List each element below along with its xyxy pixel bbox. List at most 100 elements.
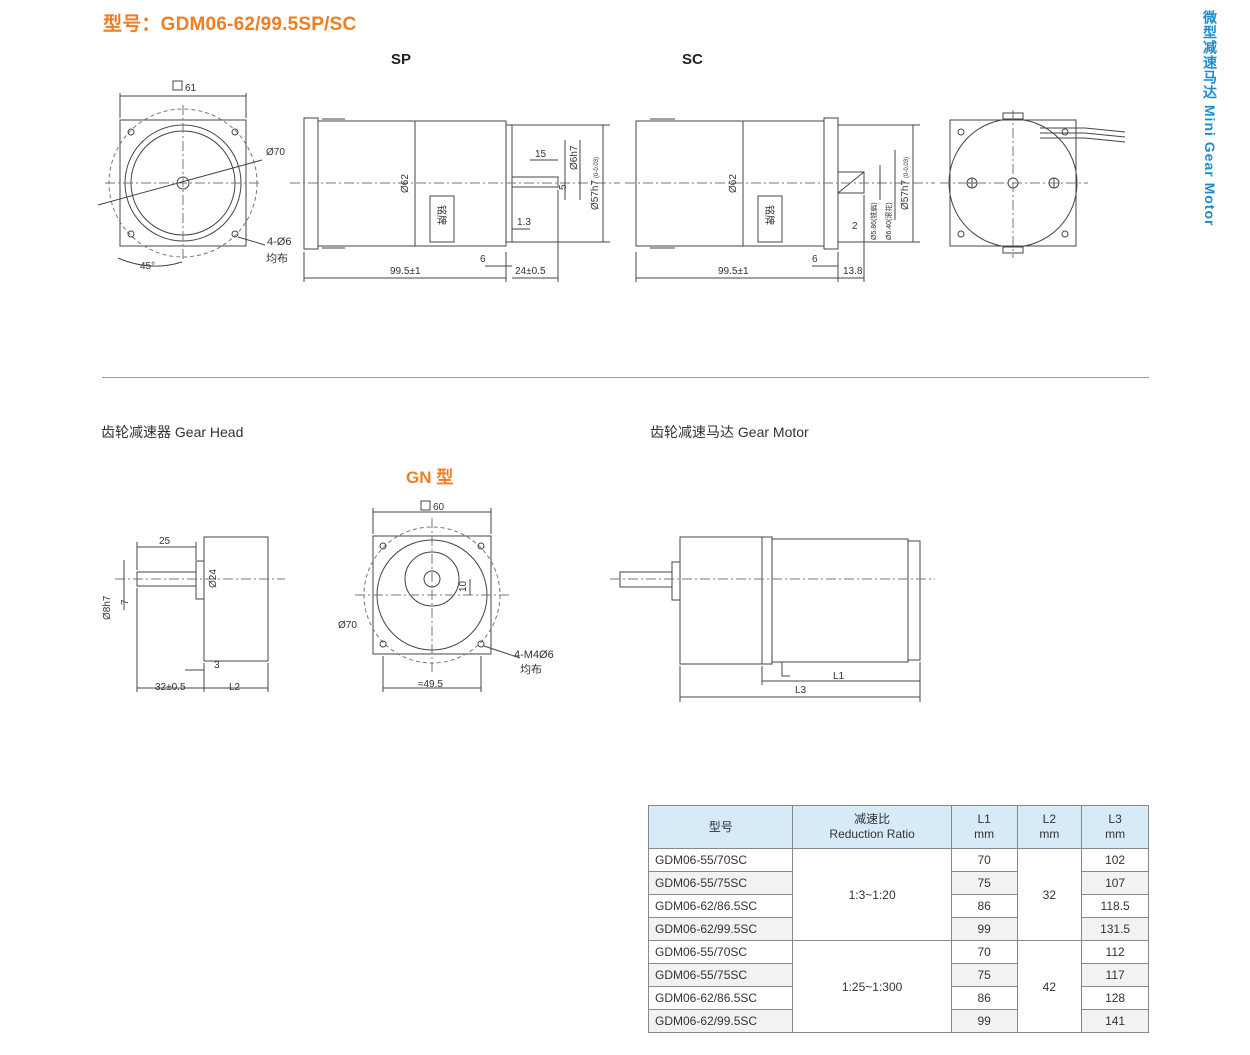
dim-sc-99-5: 99.5±1 bbox=[718, 266, 749, 277]
cell-model: GDM06-62/99.5SC bbox=[647, 1009, 794, 1033]
header-model: 型号 bbox=[647, 805, 794, 849]
dim-gh-3: 3 bbox=[214, 660, 220, 671]
dim-gm-L1: L1 bbox=[833, 671, 845, 682]
dim-sp-57h7: Ø57h7 bbox=[590, 180, 601, 210]
cell-l3: 131.5 bbox=[1081, 917, 1149, 941]
cell-model: GDM06-55/70SC bbox=[647, 848, 794, 872]
header-l3-unit: mm bbox=[1105, 827, 1126, 841]
cell-l3: 141 bbox=[1081, 1009, 1149, 1033]
header-l1-label: L1 bbox=[977, 812, 991, 826]
table-row: GDM06-55/75SC 75 107 bbox=[647, 871, 1149, 895]
cell-l3: 107 bbox=[1081, 871, 1149, 895]
header-l3: L3 mm bbox=[1081, 805, 1149, 849]
cell-model: GDM06-62/86.5SC bbox=[647, 986, 794, 1010]
dim-gm-L3: L3 bbox=[795, 685, 807, 696]
nameplate-sp: 铭牌 bbox=[435, 205, 448, 225]
dim-gn-jun-bu: 均布 bbox=[520, 663, 542, 676]
dim-sp-99-5: 99.5±1 bbox=[390, 266, 421, 277]
sp-view-label: SP bbox=[391, 51, 412, 68]
header-ratio-cn: 减速比 bbox=[854, 812, 891, 826]
dim-sc-tol: (0-0.03) bbox=[904, 157, 910, 178]
header-l2-unit: mm bbox=[1039, 827, 1060, 841]
dim-gh-shaft: Ø8h7 bbox=[102, 595, 113, 620]
cell-l2: 42 bbox=[1016, 940, 1083, 1033]
front-view-sp bbox=[97, 80, 266, 267]
cell-l1: 86 bbox=[950, 894, 1018, 918]
dim-gn-dia-70: Ø70 bbox=[338, 620, 357, 631]
sc-view-label: SC bbox=[682, 51, 703, 68]
spec-table: 型号 减速比 Reduction Ratio L1 mm L2 mm L3 mm… bbox=[647, 805, 1149, 1033]
dim-sp-5: 5 bbox=[558, 184, 569, 190]
side-view-sc bbox=[625, 117, 935, 282]
header-l1: L1 mm bbox=[950, 805, 1018, 849]
gear-head-label: 齿轮减速器 Gear Head bbox=[101, 424, 244, 440]
dim-sp-dia-62: Ø62 bbox=[400, 174, 411, 193]
dim-gn-49-5: ≈49.5 bbox=[418, 679, 443, 690]
dim-jun-bu: 均布 bbox=[266, 252, 288, 265]
table-row: GDM06-55/70SC 1:25~1:300 70 42 112 bbox=[647, 940, 1149, 1033]
table-row: GDM06-62/86.5SC 86 128 bbox=[647, 986, 1149, 1010]
cell-l1: 75 bbox=[950, 871, 1018, 895]
nameplate-sc: 铭牌 bbox=[763, 205, 776, 225]
gn-front-view bbox=[355, 500, 521, 692]
dim-sc-dia-62: Ø62 bbox=[728, 174, 739, 193]
cell-l3: 117 bbox=[1081, 963, 1149, 987]
dim-gn-square-60: 60 bbox=[433, 502, 445, 513]
header-ratio-en: Reduction Ratio bbox=[829, 827, 915, 841]
dim-gh-32: 32±0.5 bbox=[155, 682, 186, 693]
dim-sp-1-3: 1.3 bbox=[517, 217, 531, 228]
gear-motor-side-view bbox=[610, 536, 935, 702]
cell-model: GDM06-62/99.5SC bbox=[647, 917, 794, 941]
table-header-row: 型号 减速比 Reduction Ratio L1 mm L2 mm L3 mm bbox=[647, 805, 1149, 849]
dim-square-61: 61 bbox=[185, 83, 197, 94]
dim-sc-5-86: Ø5.86(铣扁) bbox=[869, 202, 878, 240]
header-l2-label: L2 bbox=[1042, 812, 1057, 826]
cell-ratio: 1:3~1:20 bbox=[792, 848, 952, 941]
dim-sp-15: 15 bbox=[535, 149, 547, 160]
dim-angle-45: 45° bbox=[140, 261, 155, 272]
dim-sc-2: 2 bbox=[852, 221, 858, 232]
dim-sp-shaft: Ø6h7 bbox=[569, 145, 580, 170]
cell-l3: 102 bbox=[1081, 848, 1149, 872]
cell-l1: 70 bbox=[950, 940, 1018, 964]
dim-gh-7: 7 bbox=[120, 599, 131, 605]
dim-sc-6: 6 bbox=[812, 254, 818, 265]
gear-motor-label: 齿轮减速马达 Gear Motor bbox=[650, 424, 809, 440]
side-view-sp bbox=[290, 117, 620, 282]
table-row: GDM06-62/99.5SC 99 141 bbox=[647, 1009, 1149, 1033]
dim-dia-70: Ø70 bbox=[266, 147, 285, 158]
cell-ratio: 1:25~1:300 bbox=[792, 940, 952, 1033]
cell-l1: 99 bbox=[950, 917, 1018, 941]
cell-l1: 70 bbox=[950, 848, 1018, 872]
dim-gn-10: 10 bbox=[458, 580, 469, 592]
header-ratio: 减速比 Reduction Ratio bbox=[792, 805, 952, 849]
cell-model: GDM06-55/70SC bbox=[647, 940, 794, 964]
table-row: GDM06-55/75SC 75 117 bbox=[647, 963, 1149, 987]
bottom-drawings: 25 Ø24 Ø8h7 7 3 32±0.5 L2 60 Ø70 10 4-M4… bbox=[102, 500, 935, 702]
dim-sp-tol: (0-0.03) bbox=[594, 157, 600, 178]
cell-model: GDM06-55/75SC bbox=[647, 963, 794, 987]
table-row: GDM06-55/70SC 1:3~1:20 70 32 102 bbox=[647, 848, 1149, 941]
dim-sp-6: 6 bbox=[480, 254, 486, 265]
cell-l2: 32 bbox=[1016, 848, 1083, 941]
dim-gn-holes: 4-M4Ø6 bbox=[514, 649, 554, 661]
cell-l3: 128 bbox=[1081, 986, 1149, 1010]
dim-sc-57h7: Ø57h7 bbox=[900, 180, 911, 210]
table-row: GDM06-62/99.5SC 99 131.5 bbox=[647, 917, 1149, 941]
cell-l3: 118.5 bbox=[1081, 894, 1149, 918]
cell-model: GDM06-55/75SC bbox=[647, 871, 794, 895]
cell-l1: 99 bbox=[950, 1009, 1018, 1033]
gn-type-title: GN 型 bbox=[406, 468, 454, 487]
cell-l1: 75 bbox=[950, 963, 1018, 987]
dim-gh-L2: L2 bbox=[229, 682, 241, 693]
header-l3-label: L3 bbox=[1108, 812, 1122, 826]
dim-sc-6-40: Ø6.40(滚花) bbox=[884, 202, 893, 240]
cell-l3: 112 bbox=[1081, 940, 1149, 964]
dim-gh-dia-24: Ø24 bbox=[208, 569, 219, 588]
dim-sp-24: 24±0.5 bbox=[515, 266, 546, 277]
dim-sc-13-8: 13.8 bbox=[843, 266, 863, 277]
side-title: 微型减速马达 Mini Gear Motor bbox=[1202, 10, 1218, 227]
section-divider bbox=[102, 377, 1149, 378]
rear-view-sc bbox=[940, 110, 1126, 258]
cell-l1: 86 bbox=[950, 986, 1018, 1010]
